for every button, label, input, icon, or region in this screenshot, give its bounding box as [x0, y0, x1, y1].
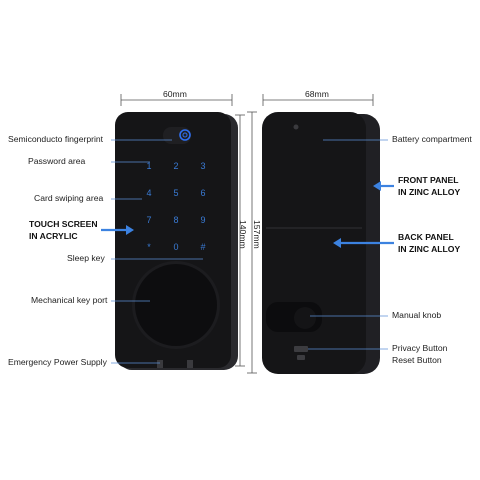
front-panel: 1 2 3 4 5 6 7 8 9 * 0 #: [115, 112, 238, 370]
battery-screw: [293, 124, 299, 130]
label-touch-screen-1: TOUCH SCREEN: [29, 219, 98, 229]
back-panel-arrow: [333, 238, 394, 248]
label-card-swiping: Card swiping area: [34, 193, 104, 203]
label-privacy-button: Privacy Button: [392, 343, 448, 353]
keypad-key[interactable]: 2: [173, 161, 178, 171]
keypad-key[interactable]: 7: [146, 215, 151, 225]
emergency-contact-right: [187, 360, 193, 368]
front-width-label: 60mm: [163, 89, 187, 99]
label-manual-knob: Manual knob: [392, 310, 442, 320]
label-password-area: Password area: [28, 156, 86, 166]
touch-screen-arrow: [101, 225, 134, 235]
label-battery-compartment: Battery compartment: [392, 134, 472, 144]
back-panel: [262, 112, 380, 374]
label-sleep-key: Sleep key: [67, 253, 105, 263]
keypad-key[interactable]: *: [147, 242, 151, 252]
keypad-key[interactable]: 0: [173, 242, 178, 252]
label-touch-screen-2: IN ACRYLIC: [29, 231, 78, 241]
label-front-panel-2: IN ZINC ALLOY: [398, 187, 461, 197]
emergency-contact-left: [157, 360, 163, 368]
keypad-key[interactable]: 1: [146, 161, 151, 171]
back-height-label: 157mm: [252, 220, 262, 249]
front-knob[interactable]: [135, 264, 217, 346]
fingerprint-icon-core: [182, 132, 188, 138]
label-fingerprint: Semiconducto fingerprint: [8, 134, 104, 144]
right-leaders: [308, 139, 388, 350]
keypad-key[interactable]: 4: [146, 188, 151, 198]
keypad-key[interactable]: 3: [200, 161, 205, 171]
back-width-label: 68mm: [305, 89, 329, 99]
label-front-panel-1: FRONT PANEL: [398, 175, 459, 185]
privacy-button[interactable]: [294, 346, 308, 352]
label-back-panel-2: IN ZINC ALLOY: [398, 244, 461, 254]
manual-knob-hub: [294, 307, 316, 329]
label-emergency-power: Emergency Power Supply: [8, 357, 107, 367]
label-reset-button: Reset Button: [392, 355, 442, 365]
left-leaders: [111, 139, 203, 364]
keypad-key[interactable]: 8: [173, 215, 178, 225]
dimension-lines: [120, 94, 374, 374]
fingerprint-icon: [179, 129, 191, 141]
keypad-key[interactable]: 6: [200, 188, 205, 198]
front-panel-arrow: [373, 181, 394, 191]
keypad-key[interactable]: #: [200, 242, 205, 252]
label-mechanical-key-port: Mechanical key port: [31, 295, 108, 305]
keypad-key[interactable]: 5: [173, 188, 178, 198]
keypad-key[interactable]: 9: [200, 215, 205, 225]
front-height-label: 140mm: [238, 220, 248, 249]
label-back-panel-1: BACK PANEL: [398, 232, 454, 242]
reset-button[interactable]: [297, 355, 305, 360]
